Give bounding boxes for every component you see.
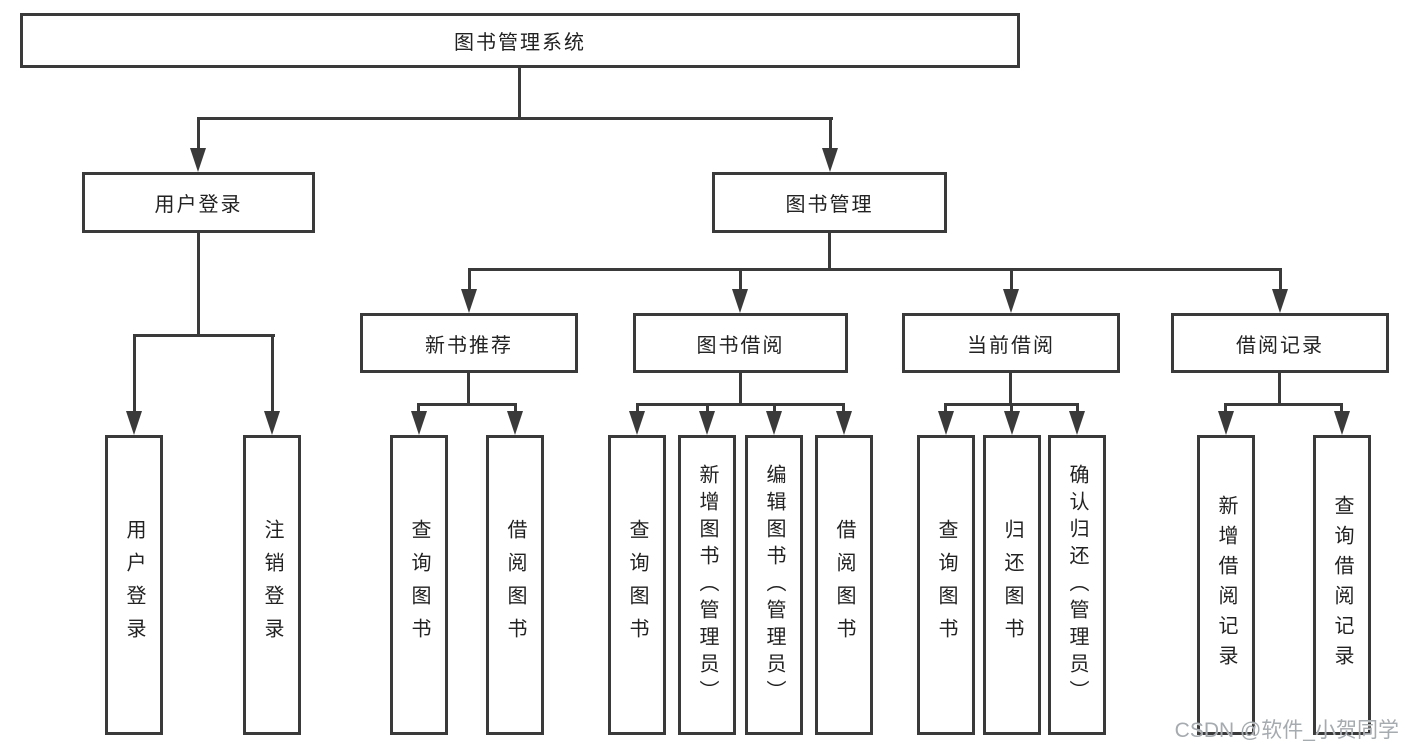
- connector-line: [1278, 373, 1281, 406]
- node-label: 图书管理: [785, 194, 874, 216]
- leaf-current-query-books: 查询图书: [917, 435, 975, 735]
- connector-line: [418, 403, 517, 406]
- node-label: 图书借阅: [696, 334, 785, 357]
- connector-line: [518, 68, 521, 120]
- node-label: 确认归还（管理员）: [1066, 463, 1088, 707]
- node-label: 用户登录: [154, 194, 243, 216]
- arrow-down-icon: [264, 411, 280, 435]
- node-book-borrowing: 图书借阅: [633, 313, 848, 373]
- node-book-management: 图书管理: [712, 172, 947, 233]
- node-label: 新增图书（管理员）: [696, 463, 718, 707]
- connector-line: [468, 268, 1282, 271]
- node-label: 借阅图书: [504, 519, 526, 651]
- arrow-down-icon: [1069, 411, 1085, 435]
- connector-line: [1226, 403, 1342, 406]
- connector-line: [467, 373, 470, 406]
- arrow-down-icon: [822, 148, 838, 172]
- connector-line: [271, 334, 274, 413]
- node-label: 用户登录: [123, 519, 145, 651]
- connector-line: [133, 334, 136, 413]
- connector-line: [739, 268, 742, 291]
- csdn-watermark: CSDN @软件_小贺同学: [1174, 719, 1399, 742]
- arrow-down-icon: [1218, 411, 1234, 435]
- arrow-down-icon: [1272, 289, 1288, 313]
- arrow-down-icon: [461, 289, 477, 313]
- connector-line: [842, 403, 845, 413]
- connector-line: [197, 117, 833, 120]
- node-label: 当前借阅: [967, 334, 1055, 357]
- leaf-records-query-borrow-record: 查询借阅记录: [1313, 435, 1371, 735]
- leaf-borrowing-query-books: 查询图书: [608, 435, 666, 735]
- node-label: 查询图书: [626, 519, 648, 651]
- node-borrow-records: 借阅记录: [1171, 313, 1389, 373]
- arrow-down-icon: [126, 411, 142, 435]
- connector-line: [944, 403, 947, 413]
- arrow-down-icon: [1003, 289, 1019, 313]
- connector-line: [636, 403, 639, 413]
- connector-line: [417, 403, 420, 413]
- connector-line: [1279, 268, 1282, 291]
- leaf-borrowing-add-book-admin: 新增图书（管理员）: [678, 435, 736, 735]
- connector-line: [468, 268, 471, 291]
- node-current-borrowing: 当前借阅: [902, 313, 1120, 373]
- connector-line: [1010, 268, 1013, 291]
- leaf-records-add-borrow-record: 新增借阅记录: [1197, 435, 1255, 735]
- node-label: 查询借阅记录: [1331, 495, 1353, 675]
- node-label: 编辑图书（管理员）: [763, 463, 785, 707]
- connector-line: [637, 403, 845, 406]
- node-label: 新书推荐: [425, 334, 513, 357]
- connector-line: [1010, 403, 1013, 413]
- connector-line: [828, 233, 831, 271]
- node-label: 借阅图书: [833, 519, 855, 651]
- node-label: 归还图书: [1001, 519, 1023, 651]
- node-label: 查询图书: [408, 519, 430, 651]
- node-label: 查询图书: [935, 519, 957, 651]
- arrow-down-icon: [836, 411, 852, 435]
- connector-line: [829, 117, 832, 151]
- leaf-recommend-borrow-books: 借阅图书: [486, 435, 544, 735]
- connector-line: [1340, 403, 1343, 413]
- connector-line: [739, 373, 742, 406]
- arrow-down-icon: [699, 411, 715, 435]
- arrow-down-icon: [1334, 411, 1350, 435]
- leaf-borrowing-edit-book-admin: 编辑图书（管理员）: [745, 435, 803, 735]
- arrow-down-icon: [938, 411, 954, 435]
- leaf-current-return-books: 归还图书: [983, 435, 1041, 735]
- arrow-down-icon: [190, 148, 206, 172]
- leaf-borrowing-borrow-books: 借阅图书: [815, 435, 873, 735]
- connector-line: [133, 334, 275, 337]
- leaf-user-login: 用户登录: [105, 435, 163, 735]
- connector-line: [1224, 403, 1227, 413]
- connector-line: [706, 403, 709, 413]
- node-new-book-recommend: 新书推荐: [360, 313, 578, 373]
- arrow-down-icon: [411, 411, 427, 435]
- arrow-down-icon: [629, 411, 645, 435]
- node-label: 注销登录: [261, 519, 283, 651]
- connector-line: [1009, 373, 1012, 406]
- connector-line: [1076, 403, 1079, 413]
- connector-line: [197, 233, 200, 337]
- node-label: 新增借阅记录: [1215, 495, 1237, 675]
- connector-line: [197, 117, 200, 151]
- node-user-login: 用户登录: [82, 172, 315, 233]
- node-root: 图书管理系统: [20, 13, 1020, 68]
- node-label: 图书管理系统: [454, 32, 586, 54]
- arrow-down-icon: [766, 411, 782, 435]
- connector-line: [773, 403, 776, 413]
- connector-line: [514, 403, 517, 413]
- leaf-current-confirm-return-admin: 确认归还（管理员）: [1048, 435, 1106, 735]
- arrow-down-icon: [1004, 411, 1020, 435]
- arrow-down-icon: [732, 289, 748, 313]
- leaf-logout: 注销登录: [243, 435, 301, 735]
- leaf-recommend-query-books: 查询图书: [390, 435, 448, 735]
- node-label: 借阅记录: [1236, 334, 1324, 357]
- arrow-down-icon: [507, 411, 523, 435]
